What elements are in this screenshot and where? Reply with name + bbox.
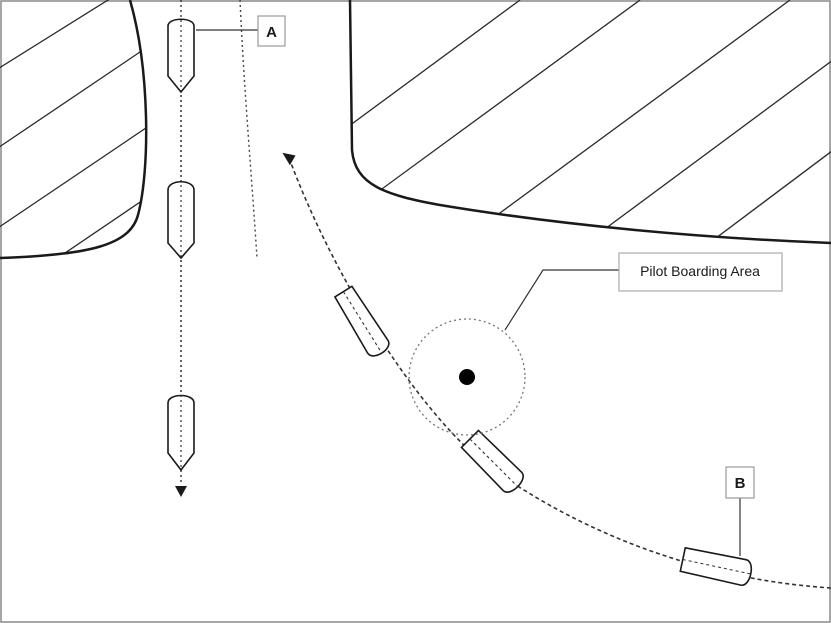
boarding-point-icon	[459, 369, 475, 385]
vessel-icon	[333, 285, 390, 357]
vessel-a-positions	[167, 18, 195, 472]
left-landmass	[0, 0, 148, 260]
label-b-callout: B	[725, 466, 755, 499]
pilot-area-callout: Pilot Boarding Area	[618, 252, 783, 292]
channel-boundary-line	[239, 0, 258, 259]
left-landmass-hatching	[0, 0, 147, 258]
label-b: B	[735, 475, 746, 492]
vessel-b-positions	[333, 285, 753, 586]
pilot-boarding-area-circle	[408, 318, 526, 436]
pilot-area-leader	[504, 269, 619, 331]
vessel-icon	[167, 180, 195, 260]
label-a-callout: A	[257, 15, 286, 47]
label-a: A	[266, 24, 277, 41]
right-shoreline	[348, 0, 831, 245]
right-landmass	[348, 0, 831, 245]
vessel-icon	[679, 546, 753, 586]
arrowhead-icon	[282, 152, 296, 166]
right-landmass-hatching	[350, 0, 831, 243]
pilot-area-label: Pilot Boarding Area	[640, 263, 760, 279]
left-shoreline	[0, 0, 148, 260]
arrowhead-icon	[175, 486, 187, 497]
vessel-b-route	[287, 154, 831, 589]
vessel-icon	[167, 394, 195, 472]
